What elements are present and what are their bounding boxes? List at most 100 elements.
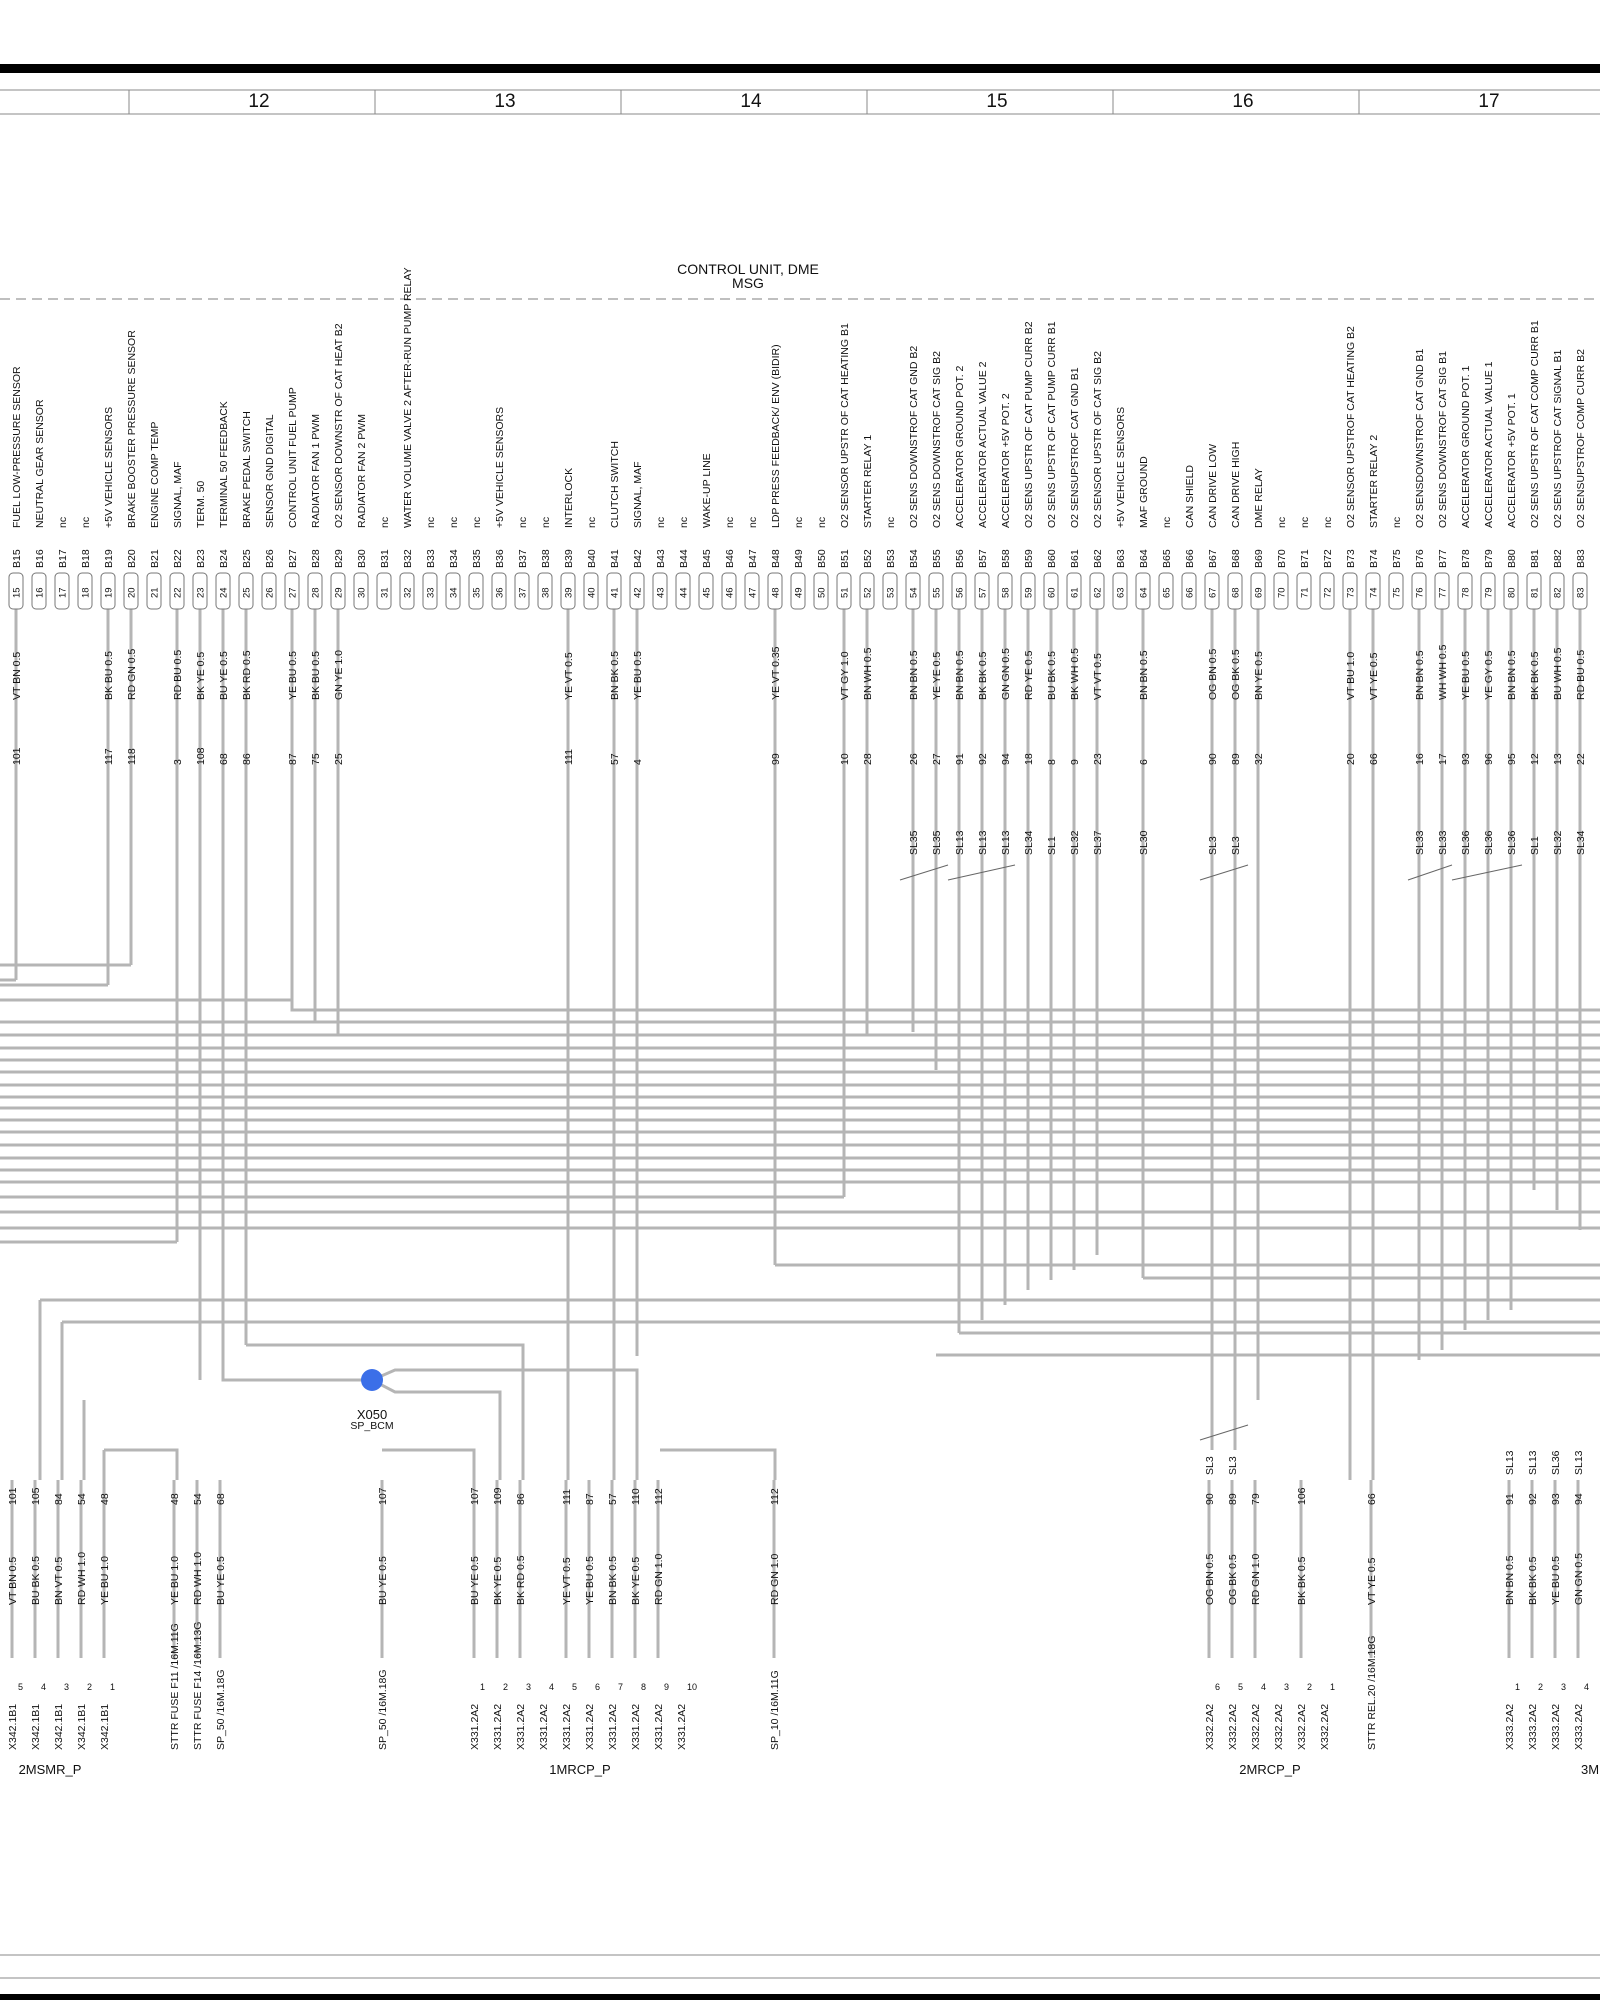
- pin-B73[interactable]: O2 SENSOR UPSTROF CAT HEATING B2B7373VT …: [1342, 326, 1358, 765]
- junction-node[interactable]: [361, 1369, 383, 1391]
- pin-B51[interactable]: O2 SENSOR UPSTR OF CAT HEATING B1B5151VT…: [836, 323, 852, 765]
- pin-B32[interactable]: WATER VOLUME VALVE 2 AFTER-RUN PUMP RELA…: [399, 267, 415, 610]
- pin-B81[interactable]: O2 SENS UPSTR OF CAT COMP CURR B1B8181BK…: [1526, 320, 1542, 855]
- pin-B29[interactable]: O2 SENSOR DOWNSTR OF CAT HEAT B2B2929GN …: [330, 323, 346, 765]
- pin-B59[interactable]: O2 SENS UPSTR OF CAT PUMP CURR B2B5959RD…: [1020, 321, 1036, 855]
- pin-B60[interactable]: O2 SENS UPSTR OF CAT PUMP CURR B1B6060BU…: [1043, 321, 1059, 855]
